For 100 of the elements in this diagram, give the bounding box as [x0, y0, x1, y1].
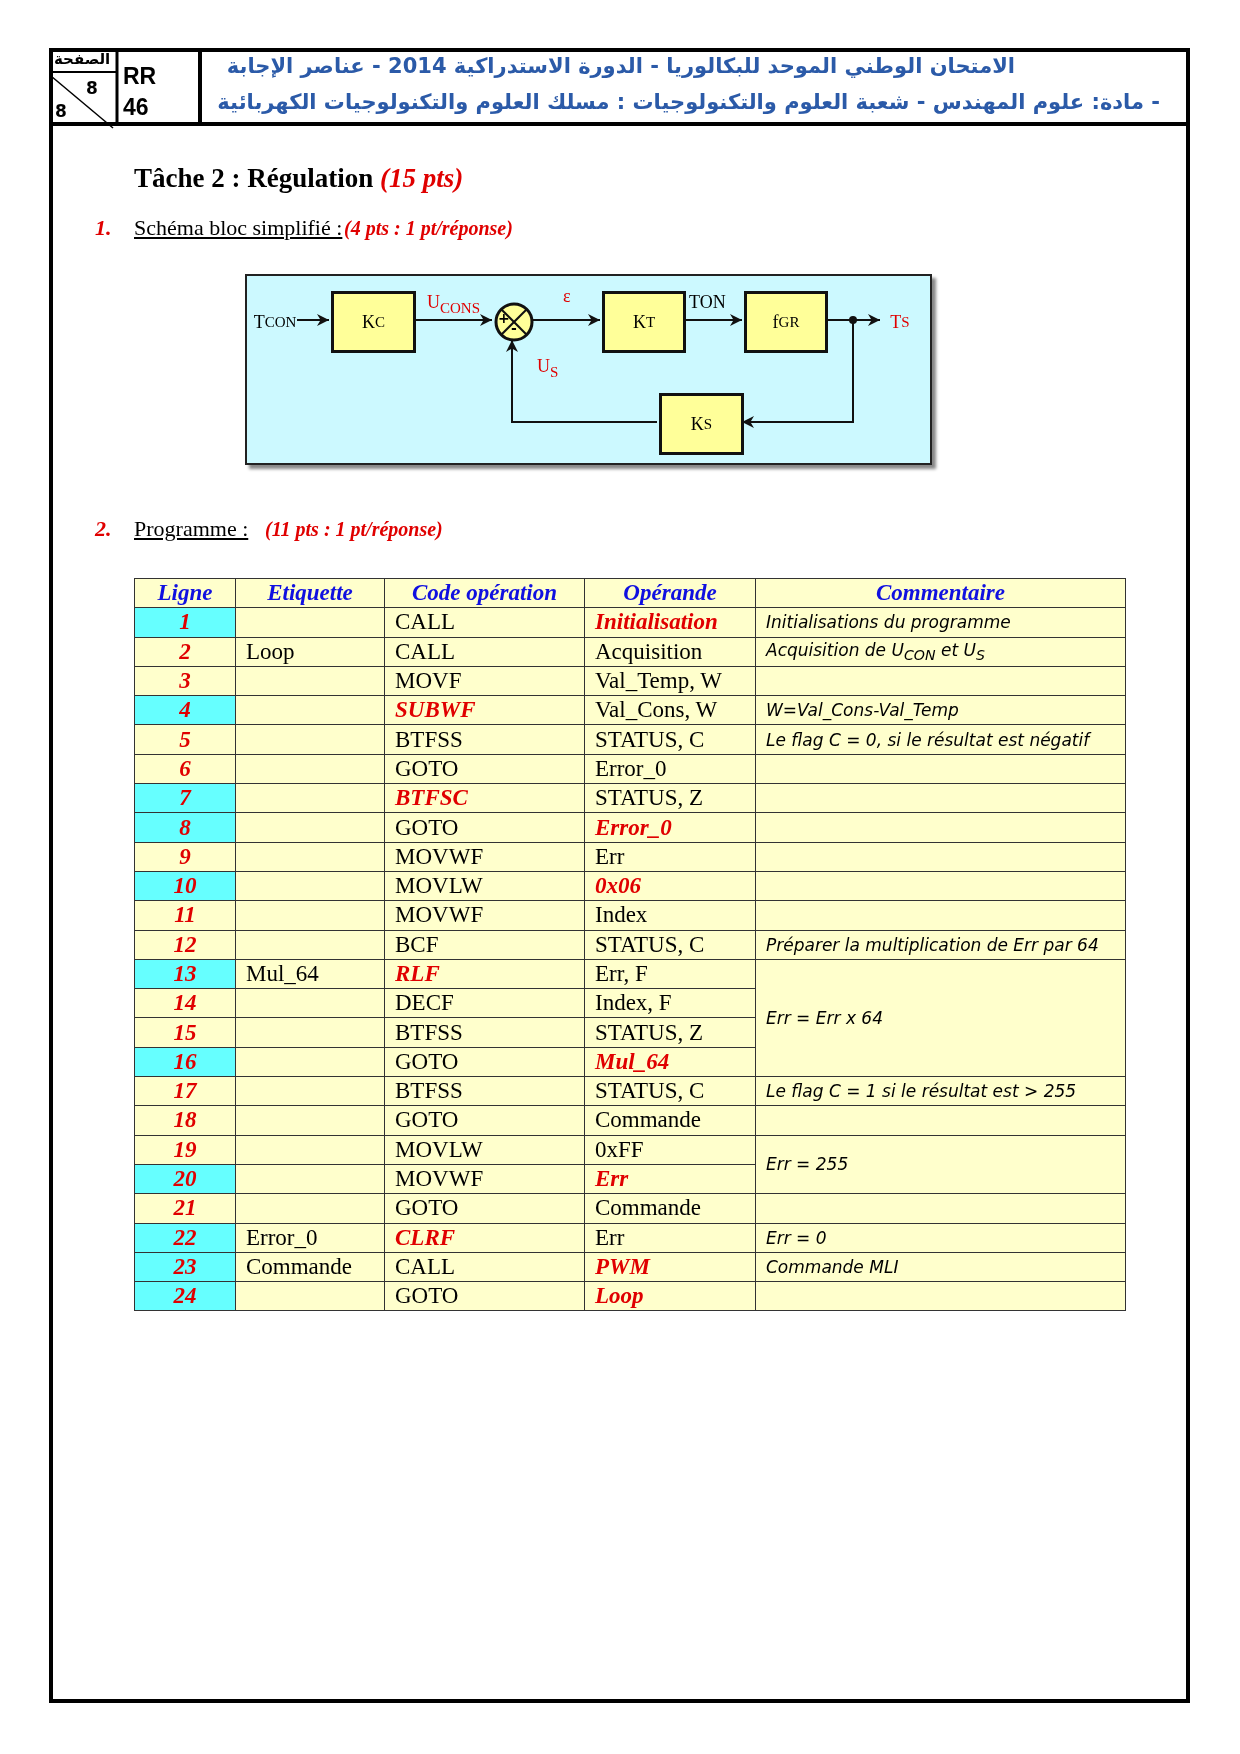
opcode-text: MOVWF — [384, 900, 585, 931]
edge-label: U$_{CONS}$ — [427, 292, 480, 317]
section-number: 1. — [95, 215, 112, 241]
arrow — [531, 314, 601, 326]
opcode-text: GOTO — [384, 1105, 585, 1136]
operand-text: Err — [584, 1164, 756, 1194]
operand-text: PWM — [584, 1252, 756, 1282]
operand-text: Error_0 — [584, 812, 756, 843]
operand-text: 0x06 — [584, 871, 756, 901]
label-text: Mul_64 — [235, 959, 385, 989]
label-text: Loop — [235, 637, 385, 667]
column-header: Commentaire — [755, 578, 1126, 608]
operand-text: STATUS, Z — [584, 1017, 756, 1048]
section-heading: Programme : — [134, 516, 249, 542]
opcode-text: GOTO — [384, 1281, 585, 1311]
operand-text: Index — [584, 900, 756, 931]
line-number: 5 — [134, 725, 236, 755]
summing-junction — [494, 302, 534, 342]
column-header: Code opération — [384, 578, 585, 608]
opcode-text: BTFSS — [384, 1076, 585, 1106]
operand-text: Val_Cons, W — [584, 695, 756, 725]
opcode-text: CALL — [384, 1252, 585, 1282]
operand-text: Index, F — [584, 988, 756, 1018]
opcode-text: BCF — [384, 930, 585, 960]
operand-text: STATUS, Z — [584, 783, 756, 813]
opcode-text: MOVWF — [384, 1164, 585, 1194]
line-number: 20 — [134, 1164, 236, 1194]
comment-text: Commande MLI — [755, 1252, 1126, 1282]
label-text: Commande — [235, 1252, 385, 1282]
points-note: (4 pts : 1 pt/réponse) — [344, 217, 513, 240]
line-number: 22 — [134, 1223, 236, 1253]
comment-text: Le flag C = 0, si le résultat est négatif — [755, 725, 1126, 755]
comment-text: Acquisition de U$_{CON}$ et U$_{S}$ — [755, 637, 1126, 667]
operand-text: STATUS, C — [584, 1076, 756, 1106]
task-title: Tâche 2 : Régulation (15 pts) — [134, 163, 464, 194]
opcode-text: MOVLW — [384, 871, 585, 901]
line-number: 2 — [134, 637, 236, 667]
comment-text: Err = Err x 64 — [755, 959, 1126, 1077]
operand-text: STATUS, C — [584, 930, 756, 960]
opcode-text: RLF — [384, 959, 585, 989]
opcode-text: MOVWF — [384, 842, 585, 872]
operand-text: Acquisition — [584, 637, 756, 667]
line-number: 10 — [134, 871, 236, 901]
line-number: 1 — [134, 607, 236, 638]
opcode-text: CALL — [384, 637, 585, 667]
operand-text: Commande — [584, 1105, 756, 1136]
exam-heading: - مادة: علوم المهندس - شعبة العلوم والتكنولوجيات : مسلك العلوم والتكنولوجيات الكهربائية — [217, 90, 1160, 114]
opcode-text: BTFSS — [384, 1017, 585, 1048]
comment-text: Préparer la multiplication de Err par 64 — [755, 930, 1126, 960]
column-header: Ligne — [134, 578, 236, 608]
opcode-text: MOVF — [384, 666, 585, 696]
column-header: Opérande — [584, 578, 756, 608]
opcode-text: MOVLW — [384, 1135, 585, 1165]
exam-code: 46 — [123, 94, 149, 121]
comment-text: Err = 0 — [755, 1223, 1126, 1253]
comment-text: Err = 255 — [755, 1135, 1126, 1194]
line-number: 15 — [134, 1017, 236, 1048]
line-number: 16 — [134, 1047, 236, 1077]
line-number: 9 — [134, 842, 236, 872]
column-header: Etiquette — [235, 578, 385, 608]
operand-text: Mul_64 — [584, 1047, 756, 1077]
page-label: الصفحة — [54, 50, 111, 68]
line-number: 23 — [134, 1252, 236, 1282]
line-number: 7 — [134, 783, 236, 813]
opcode-text: GOTO — [384, 1193, 585, 1224]
line-number: 19 — [134, 1135, 236, 1165]
operand-text: STATUS, C — [584, 725, 756, 755]
opcode-text: GOTO — [384, 754, 585, 784]
line-number: 14 — [134, 988, 236, 1018]
opcode-text: BTFSC — [384, 783, 585, 813]
operand-text: 0xFF — [584, 1135, 756, 1165]
operand-text: Error_0 — [584, 754, 756, 784]
operand-text: Err, F — [584, 959, 756, 989]
opcode-text: GOTO — [384, 812, 585, 843]
line-number: 4 — [134, 695, 236, 725]
comment-text: W=Val_Cons-Val_Temp — [755, 695, 1126, 725]
opcode-text: DECF — [384, 988, 585, 1018]
line-number: 12 — [134, 930, 236, 960]
operand-text: Commande — [584, 1193, 756, 1224]
plus-sign: + — [498, 311, 510, 325]
line-number: 13 — [134, 959, 236, 989]
exam-heading: الامتحان الوطني الموحد للبكالوريا - الدورة الاستدراكية 2014 - عناصر الإجابة — [226, 54, 1015, 78]
operand-text: Initialisation — [584, 607, 756, 638]
page-number: 8 — [55, 101, 67, 121]
points-note: (11 pts : 1 pt/réponse) — [265, 518, 443, 541]
comment-text: Le flag C = 1 si le résultat est > 255 — [755, 1076, 1126, 1106]
edge-label: TON — [689, 292, 726, 313]
arrow — [506, 339, 658, 423]
section-heading: Schéma bloc simplifié : — [134, 215, 343, 241]
operand-text: Val_Temp, W — [584, 666, 756, 696]
minus-sign: - — [511, 321, 517, 335]
comment-text: Initialisations du programme — [755, 607, 1126, 638]
line-number: 17 — [134, 1076, 236, 1106]
line-number: 18 — [134, 1105, 236, 1136]
line-number: 3 — [134, 666, 236, 696]
operand-text: Err — [584, 1223, 756, 1253]
exam-code: RR — [123, 63, 157, 90]
line-number: 6 — [134, 754, 236, 784]
page-number: 8 — [86, 78, 98, 98]
label-text: Error_0 — [235, 1223, 385, 1253]
